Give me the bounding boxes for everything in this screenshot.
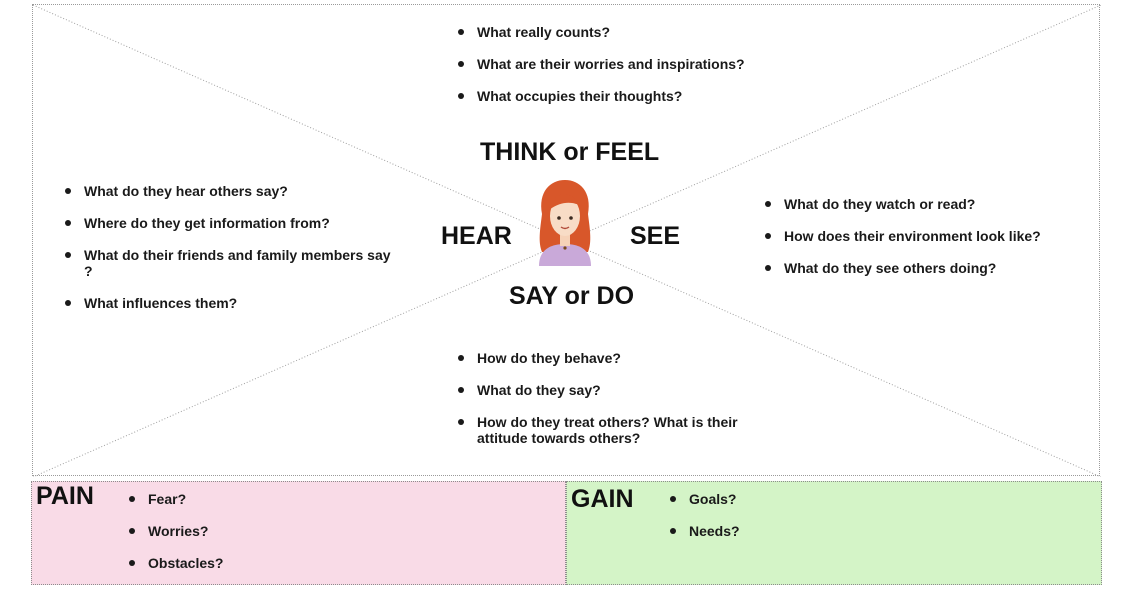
- list-item: Where do they get information from?: [64, 215, 394, 231]
- persona-woman-icon: [539, 180, 591, 266]
- gain-list: Goals? Needs?: [669, 491, 969, 555]
- gain-box: GAIN Goals? Needs?: [566, 481, 1102, 585]
- pain-title: PAIN: [36, 482, 94, 510]
- hear-title: HEAR: [441, 222, 512, 250]
- pain-box: PAIN Fear? Worries? Obstacles?: [31, 481, 566, 585]
- list-item: How does their environment look like?: [764, 228, 1084, 244]
- think-feel-list: What really counts? What are their worri…: [457, 24, 777, 120]
- list-item: What influences them?: [64, 295, 394, 311]
- list-item: What occupies their thoughts?: [457, 88, 777, 104]
- list-item: Worries?: [128, 523, 428, 539]
- list-item: Obstacles?: [128, 555, 428, 571]
- list-item: Needs?: [669, 523, 969, 539]
- list-item: What are their worries and inspirations?: [457, 56, 777, 72]
- list-item: What do they watch or read?: [764, 196, 1084, 212]
- list-item: What do they say?: [457, 382, 757, 398]
- see-title: SEE: [630, 222, 681, 250]
- list-item: How do they behave?: [457, 350, 757, 366]
- gain-title: GAIN: [571, 485, 634, 513]
- see-list: What do they watch or read? How does the…: [764, 196, 1084, 292]
- say-do-list: How do they behave? What do they say? Ho…: [457, 350, 757, 462]
- say-do-title: SAY or DO: [509, 282, 635, 310]
- list-item: What do their friends and family members…: [64, 247, 394, 279]
- hear-list: What do they hear others say? Where do t…: [64, 183, 394, 327]
- pain-list: Fear? Worries? Obstacles?: [128, 491, 428, 587]
- list-item: Fear?: [128, 491, 428, 507]
- list-item: What do they hear others say?: [64, 183, 394, 199]
- list-item: Goals?: [669, 491, 969, 507]
- list-item: What do they see others doing?: [764, 260, 1084, 276]
- list-item: What really counts?: [457, 24, 777, 40]
- empathy-map-frame: [32, 4, 1101, 477]
- list-item: How do they treat others? What is their …: [457, 414, 757, 446]
- think-feel-title: THINK or FEEL: [480, 138, 660, 166]
